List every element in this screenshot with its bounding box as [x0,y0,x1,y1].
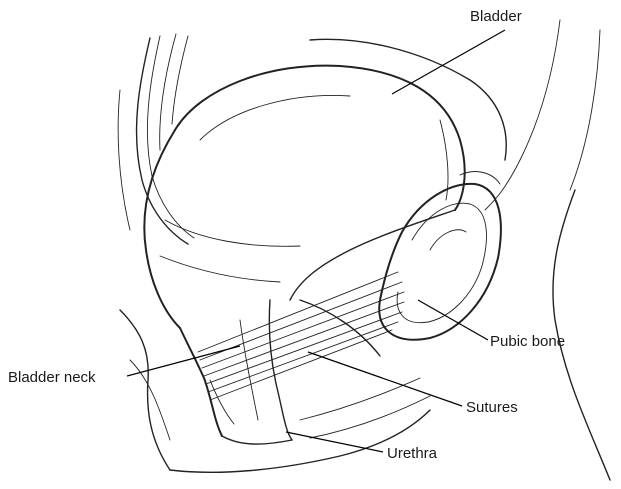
pubic-bone-shape [379,172,501,340]
label-bladder: Bladder [470,8,522,26]
leader-bladder [392,30,505,94]
leader-pubic-bone [418,300,488,340]
label-urethra: Urethra [387,445,437,463]
sutures-lines [198,272,404,400]
ureter-lines [118,34,194,244]
bladder-shape [144,66,464,328]
leader-sutures [308,352,462,406]
leader-bladder-neck [127,346,240,376]
label-pubic-bone: Pubic bone [490,333,565,351]
bladder-neck-shape [180,300,292,444]
label-sutures: Sutures [466,399,518,417]
leader-urethra [286,432,383,452]
pelvic-wall [310,20,610,480]
label-bladder-neck: Bladder neck [8,369,96,387]
